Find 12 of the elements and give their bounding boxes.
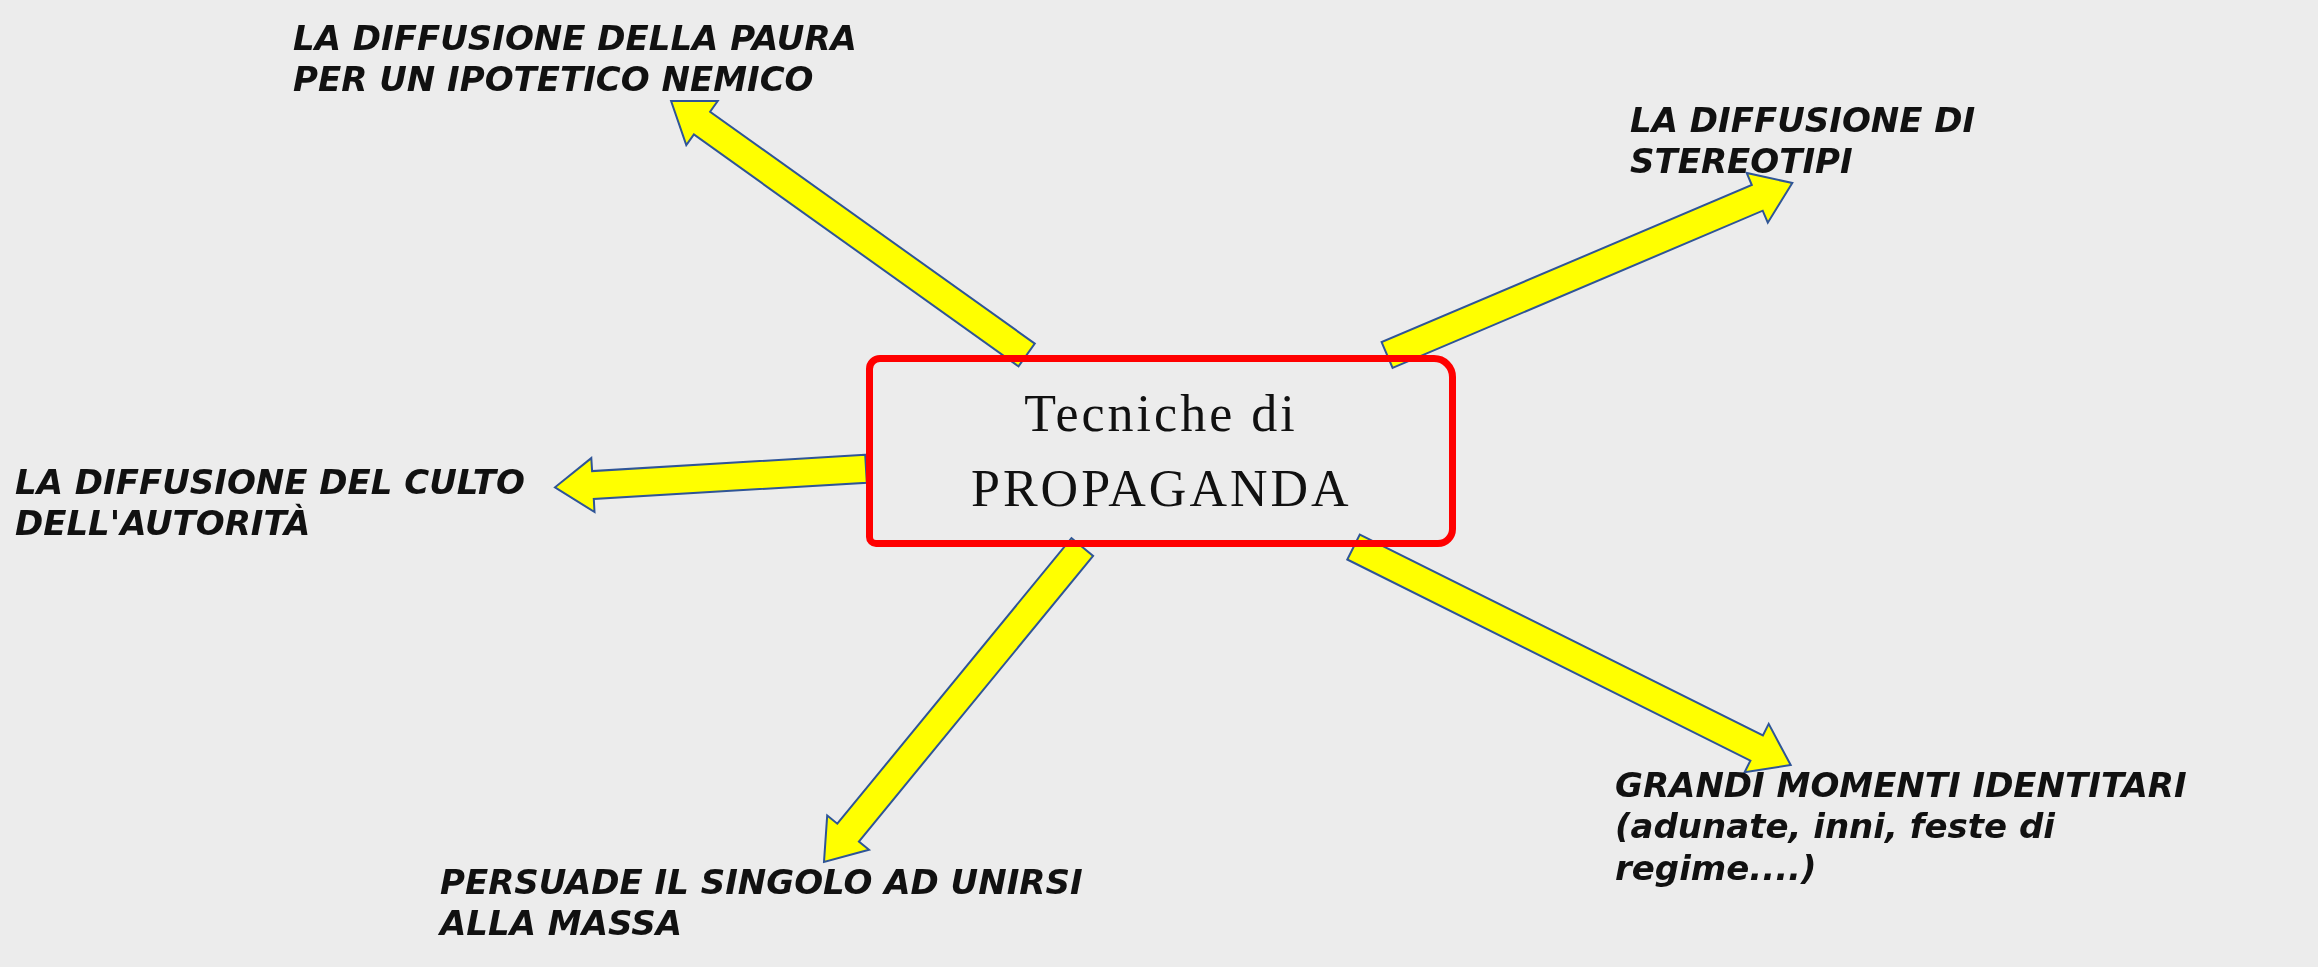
topic-text: PERSUADE IL SINGOLO AD UNIRSI ALLA MASSA	[440, 862, 1140, 945]
topic-text: LA DIFFUSIONE DEL CULTO DELL'AUTORITÀ	[15, 462, 555, 545]
topic-text: LA DIFFUSIONE DELLA PAURA PER UN IPOTETICO NEMICO	[293, 18, 933, 101]
block-arrow	[553, 453, 868, 514]
title-box	[866, 355, 1456, 547]
block-arrow	[1380, 171, 1794, 370]
topic-text: LA DIFFUSIONE DI STEREOTIPI	[1630, 100, 2150, 183]
block-arrow	[669, 100, 1037, 368]
title-text: Tecniche di PROPAGANDA	[971, 383, 1351, 519]
block-arrow	[822, 536, 1095, 864]
topic-text: GRANDI MOMENTI IDENTITARI (adunate, inni, feste di regime....)	[1615, 765, 2215, 890]
block-arrow	[1345, 533, 1793, 774]
